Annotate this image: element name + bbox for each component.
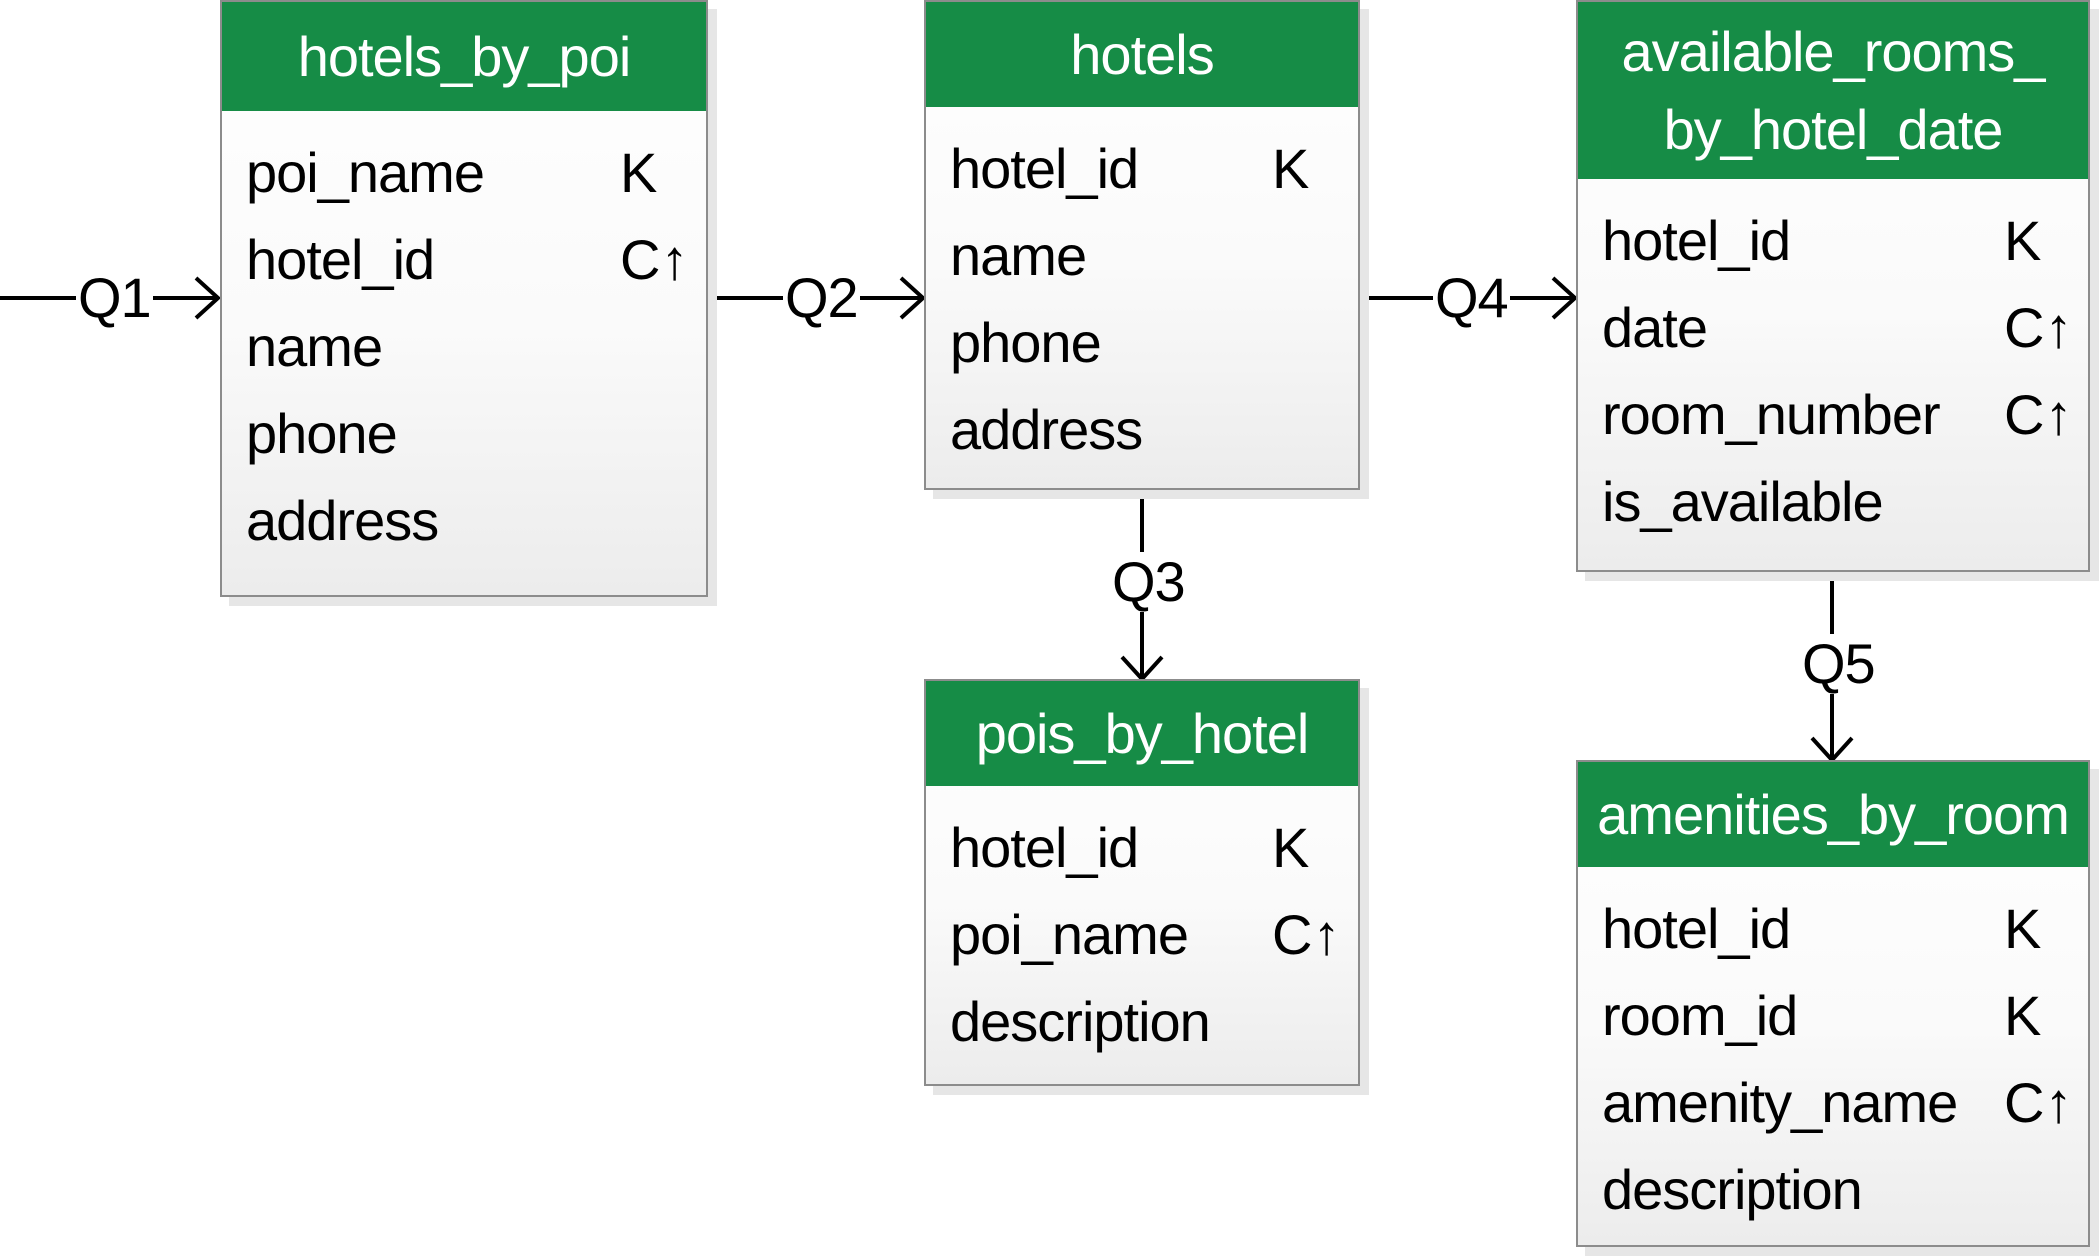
column-row: date C↑ [1602,284,2088,371]
q5-label: Q5 [1800,632,1877,695]
column-row: address [246,477,706,564]
column-name: poi_name [246,141,485,204]
column-name: phone [246,402,398,465]
column-name: date [1602,296,1708,359]
column-row: room_id K [1602,972,2088,1059]
column-name: room_id [1602,984,1798,1047]
column-row: phone [950,299,1358,386]
column-row: amenity_name C↑ [1602,1059,2088,1146]
column-name: name [950,224,1087,287]
column-key-type: C↑ [2004,383,2073,446]
column-name: hotel_id [246,228,435,291]
column-row: hotel_id K [950,125,1358,212]
column-row: address [950,386,1358,473]
column-key-type: K [1272,137,1310,200]
column-name: is_available [1602,470,1884,533]
column-name: hotel_id [1602,897,1791,960]
column-row: hotel_id K [950,804,1358,891]
table-amenities-by-room: amenities_by_room hotel_id K room_id K a… [1576,760,2090,1247]
q2-arrowhead [899,276,926,320]
column-name: description [1602,1158,1863,1221]
column-name: hotel_id [1602,209,1791,272]
column-name: room_number [1602,383,1941,446]
column-key-type: K [1272,816,1310,879]
table-title: available_rooms_ by_hotel_date [1578,2,2088,179]
table-title: pois_by_hotel [926,681,1358,786]
column-row: name [950,212,1358,299]
column-name: description [950,990,1211,1053]
q4-arrowhead [1551,276,1578,320]
column-row: poi_name C↑ [950,891,1358,978]
q1-label: Q1 [76,266,153,329]
column-row: name [246,303,706,390]
column-key-type: C↑ [2004,1071,2073,1134]
column-row: description [1602,1146,2088,1233]
column-list: hotel_id K room_id K amenity_name C↑ des… [1578,867,2088,1233]
column-key-type: K [2004,897,2042,960]
column-key-type: C↑ [2004,296,2073,359]
q3-label: Q3 [1110,550,1187,613]
column-list: hotel_id K date C↑ room_number C↑ is_ava… [1578,179,2088,545]
column-row: hotel_id C↑ [246,216,706,303]
column-key-type: K [2004,209,2042,272]
table-pois-by-hotel: pois_by_hotel hotel_id K poi_name C↑ des… [924,679,1360,1086]
column-key-type: K [2004,984,2042,1047]
column-list: poi_name K hotel_id C↑ name phone addres… [222,111,706,564]
column-row: is_available [1602,458,2088,545]
table-available-rooms-by-hotel-date: available_rooms_ by_hotel_date hotel_id … [1576,0,2090,572]
column-row: description [950,978,1358,1065]
table-title: amenities_by_room [1578,762,2088,867]
column-key-type: C↑ [620,228,689,291]
column-row: room_number C↑ [1602,371,2088,458]
column-row: phone [246,390,706,477]
table-hotels-by-poi: hotels_by_poi poi_name K hotel_id C↑ nam… [220,0,708,597]
column-name: name [246,315,383,378]
column-name: address [950,398,1143,461]
column-name: phone [950,311,1102,374]
column-row: hotel_id K [1602,197,2088,284]
column-name: amenity_name [1602,1071,1958,1134]
column-list: hotel_id K poi_name C↑ description [926,786,1358,1065]
q4-label: Q4 [1433,266,1510,329]
column-key-type: C↑ [1272,903,1341,966]
column-name: hotel_id [950,137,1139,200]
table-title: hotels_by_poi [222,2,706,111]
table-hotels: hotels hotel_id K name phone address [924,0,1360,490]
q2-label: Q2 [783,266,860,329]
column-key-type: K [620,141,658,204]
table-title: hotels [926,2,1358,107]
column-row: poi_name K [246,129,706,216]
column-row: hotel_id K [1602,885,2088,972]
column-name: address [246,489,439,552]
column-list: hotel_id K name phone address [926,107,1358,473]
column-name: poi_name [950,903,1189,966]
q1-arrowhead [194,276,221,320]
column-name: hotel_id [950,816,1139,879]
